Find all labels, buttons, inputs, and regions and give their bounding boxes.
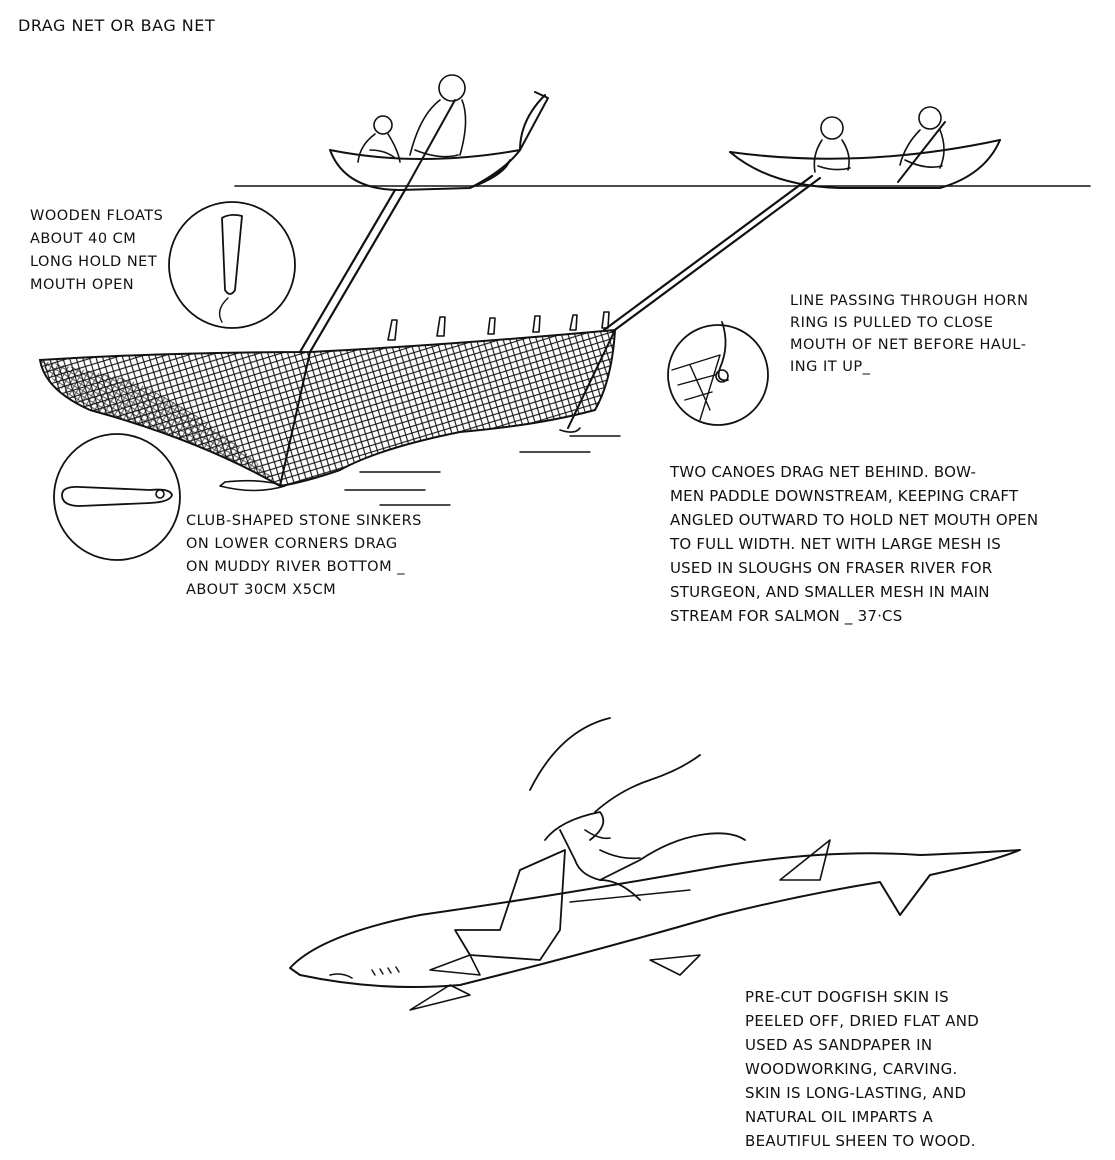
- caption-line: RING IS PULLED TO CLOSE: [790, 315, 994, 331]
- stone-sinkers-caption: CLUB-SHAPED STONE SINKERS ON LOWER CORNE…: [186, 510, 422, 602]
- caption-line: STREAM FOR SALMON _ 37·CS: [670, 607, 903, 625]
- caption-line: ANGLED OUTWARD TO HOLD NET MOUTH OPEN: [670, 511, 1039, 529]
- river-bottom: [344, 435, 621, 506]
- caption-line: PEELED OFF, DRIED FLAT AND: [745, 1012, 980, 1030]
- dogfish-skin-caption: PRE-CUT DOGFISH SKIN IS PEELED OFF, DRIE…: [745, 985, 979, 1153]
- caption-line: ON LOWER CORNERS DRAG: [186, 536, 398, 552]
- horn-ring-detail-circle: [667, 321, 769, 426]
- caption-line: TWO CANOES DRAG NET BEHIND. BOW-: [670, 463, 977, 481]
- caption-line: MOUTH OPEN: [30, 277, 135, 293]
- caption-line: SKIN IS LONG-LASTING, AND: [745, 1084, 967, 1102]
- caption-line: ING IT UP_: [790, 359, 871, 375]
- drag-net: [38, 311, 617, 492]
- caption-line: USED IN SLOUGHS ON FRASER RIVER FOR: [670, 559, 993, 577]
- caption-line: MOUTH OF NET BEFORE HAUL-: [790, 337, 1027, 353]
- page-title: DRAG NET OR BAG NET: [18, 16, 216, 35]
- caption-line: LINE PASSING THROUGH HORN: [790, 293, 1029, 309]
- caption-line: ABOUT 40 cm: [30, 231, 137, 247]
- horn-ring-caption: LINE PASSING THROUGH HORN RING IS PULLED…: [790, 290, 1028, 378]
- left-canoe: [329, 74, 549, 191]
- caption-line: USED AS SANDPAPER IN: [745, 1036, 933, 1054]
- caption-line: MEN PADDLE DOWNSTREAM, KEEPING CRAFT: [670, 487, 1019, 505]
- tow-lines: [298, 174, 822, 354]
- two-canoes-caption: TWO CANOES DRAG NET BEHIND. BOW- MEN PAD…: [670, 460, 1038, 628]
- caption-line: ON MUDDY RIVER BOTTOM _: [186, 559, 405, 575]
- caption-line: TO FULL WIDTH. NET WITH LARGE MESH IS: [670, 535, 1002, 553]
- dogfish-drawing: [289, 717, 1021, 1011]
- wooden-floats-caption: WOODEN FLOATS ABOUT 40 cm LONG HOLD NET …: [30, 205, 163, 297]
- caption-line: PRE-CUT DOGFISH SKIN IS: [745, 988, 949, 1006]
- caption-line: LONG HOLD NET: [30, 254, 158, 270]
- caption-line: CLUB-SHAPED STONE SINKERS: [186, 513, 422, 529]
- caption-line: STURGEON, AND SMALLER MESH IN MAIN: [670, 583, 990, 601]
- right-canoe: [729, 106, 1001, 189]
- caption-line: WOODWORKING, CARVING.: [745, 1060, 958, 1078]
- caption-line: BEAUTIFUL SHEEN TO WOOD.: [745, 1132, 976, 1150]
- sinker-detail-circle: [53, 433, 181, 561]
- caption-line: NATURAL OIL IMPARTS A: [745, 1108, 934, 1126]
- float-detail-circle: [168, 201, 296, 329]
- caption-line: ABOUT 30cm x5cm: [186, 582, 337, 598]
- caption-line: WOODEN FLOATS: [30, 208, 164, 224]
